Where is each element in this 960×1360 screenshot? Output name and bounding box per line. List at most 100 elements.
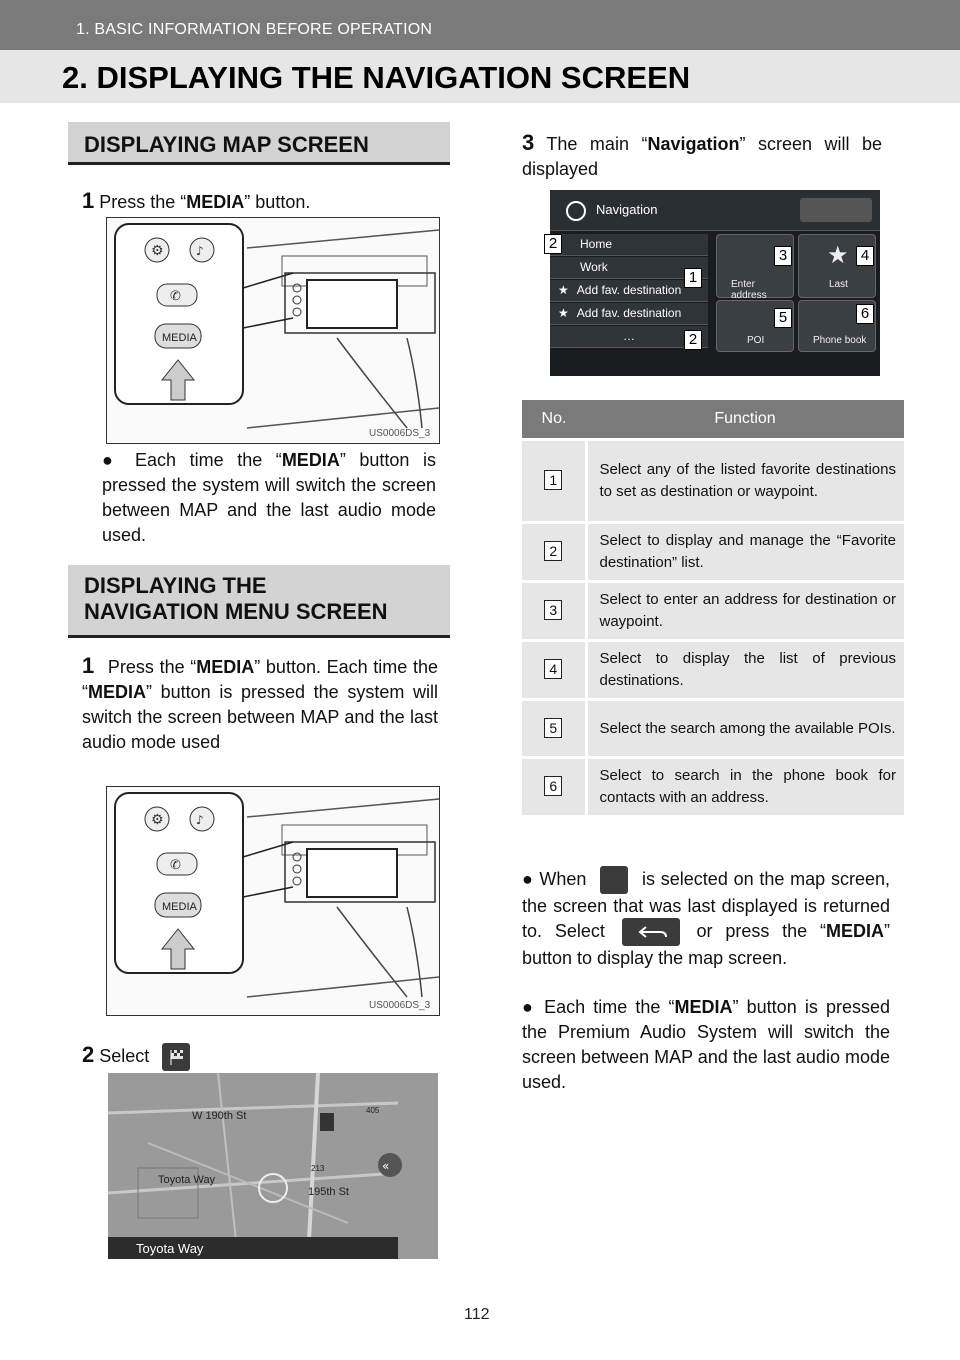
dashboard-illustration: ⚙ ♪ ✆ MEDIA US0006DS_3 <box>106 217 440 444</box>
star-icon: ★ <box>558 283 569 297</box>
star-icon: ★ <box>827 242 849 269</box>
step-bold: MEDIA <box>186 192 245 212</box>
row-function: Select to display and manage the “Favori… <box>586 522 904 583</box>
table-row: 4 Select to display the list of previous … <box>522 640 904 701</box>
step-1-map: 1 Press the “MEDIA” button. <box>82 188 310 215</box>
callout-2b: 2 <box>684 330 702 350</box>
nav-row-label: … <box>623 329 635 343</box>
number-box: 6 <box>544 776 563 796</box>
dashboard-drawing: ⚙ ♪ ✆ MEDIA US0006DS_3 <box>114 792 439 1011</box>
map-current-street: Toyota Way <box>136 1241 204 1256</box>
nav-row-label: Add fav. destination <box>576 306 682 320</box>
note-text: Each time the “ <box>544 997 675 1017</box>
number-box: 3 <box>544 600 563 620</box>
bullet-icon: ● <box>522 997 536 1017</box>
step-2-nav: 2 Select <box>82 1042 191 1072</box>
section-heading-nav-menu: DISPLAYING THE NAVIGATION MENU SCREEN <box>68 565 450 638</box>
number-box: 5 <box>544 717 563 738</box>
map-drawing: W 190th St Toyota Way 195th St 405 213 T… <box>108 1073 438 1259</box>
signal-icon <box>800 198 872 222</box>
svg-text:✆: ✆ <box>170 858 181 873</box>
image-code: US0006DS_3 <box>369 428 431 439</box>
note-text: When <box>539 868 587 889</box>
tile-label: Phone book <box>813 335 867 346</box>
nav-list: Home Work ★Add fav. destination ★Add fav… <box>550 234 710 374</box>
step-1-nav: 1 Press the “MEDIA” button. Each time th… <box>82 653 438 755</box>
step-3: 3 The main “Navigation” screen will be d… <box>522 130 882 182</box>
bullet-note-map: ● Each time the “MEDIA” button is presse… <box>102 448 436 548</box>
row-number: 5 <box>522 699 588 759</box>
number-box: 2 <box>544 541 563 561</box>
collapse-icon[interactable]: « <box>382 1159 389 1173</box>
svg-text:✆: ✆ <box>170 289 181 304</box>
svg-text:♪: ♪ <box>196 244 204 258</box>
row-function: Select any of the listed favorite destin… <box>586 439 904 524</box>
row-number: 6 <box>522 757 588 818</box>
bullet-icon: ● <box>102 450 122 470</box>
step-text: ” button is pressed the system will swit… <box>82 682 438 752</box>
navigation-screen: Navigation Home Work ★Add fav. destinati… <box>544 190 880 376</box>
step-text: Select <box>99 1046 150 1066</box>
row-function: Select to display the list of previous d… <box>586 640 904 701</box>
media-button-label: MEDIA <box>162 901 198 913</box>
step-number: 1 <box>82 188 95 213</box>
note-flag: ● When is selected on the map screen, th… <box>522 866 890 970</box>
back-icon <box>621 918 680 946</box>
step-text: Press the “ <box>107 657 197 677</box>
page-number: 112 <box>464 1306 490 1323</box>
nav-row-label: Home <box>580 237 613 251</box>
section-heading-text: DISPLAYING MAP SCREEN <box>84 132 369 157</box>
title-bar <box>0 50 960 103</box>
svg-text:⚙: ⚙ <box>151 243 164 259</box>
callout-2: 2 <box>544 234 562 254</box>
media-button-label: MEDIA <box>162 332 198 344</box>
step-bold: MEDIA <box>88 682 146 702</box>
step-text: The main “ <box>546 134 648 154</box>
row-number: 2 <box>522 522 588 583</box>
header-function: Function <box>586 400 904 441</box>
dashboard-illustration-2: ⚙ ♪ ✆ MEDIA US0006DS_3 <box>106 786 440 1016</box>
bullet-text: Each time the “ <box>135 450 282 470</box>
nav-row-label: Add fav. destination <box>576 283 682 297</box>
note-bold: MEDIA <box>674 997 733 1017</box>
note-text: is selected on the map screen, the scree… <box>522 868 890 941</box>
header-bar <box>0 0 960 50</box>
svg-text:♪: ♪ <box>196 813 204 827</box>
fuel-icon <box>320 1113 334 1131</box>
nav-row-work[interactable]: Work <box>550 257 708 279</box>
number-box: 1 <box>544 470 563 490</box>
step-text: ” screen will be displayed <box>522 134 882 179</box>
tile-last[interactable]: ★Last <box>798 234 876 298</box>
svg-text:⚙: ⚙ <box>151 812 164 828</box>
number-box: 4 <box>544 659 563 679</box>
chapter-title: 1. BASIC INFORMATION BEFORE OPERATION <box>76 21 433 38</box>
nav-row-label: Work <box>580 260 608 274</box>
section-heading-map: DISPLAYING MAP SCREEN <box>68 122 450 165</box>
section-heading-line1: DISPLAYING THE <box>84 573 267 598</box>
callout-5: 5 <box>774 308 792 328</box>
nav-row-add-fav-2[interactable]: ★Add fav. destination <box>550 303 708 325</box>
nav-row-more[interactable]: … <box>550 326 708 348</box>
dashboard-drawing: ⚙ ♪ ✆ MEDIA US0006DS_3 <box>114 223 439 439</box>
tile-enter-address[interactable]: Enter address <box>716 234 794 301</box>
note-text: ” button to display the map screen. <box>522 920 890 968</box>
row-number: 4 <box>522 640 588 701</box>
step-bold: Navigation <box>647 134 740 154</box>
row-function: Select the search among the available PO… <box>586 699 904 759</box>
note-media: ● Each time the “MEDIA” button is presse… <box>522 995 890 1095</box>
flag-icon <box>600 866 629 894</box>
nav-row-add-fav-1[interactable]: ★ Add fav. destination <box>550 280 708 302</box>
row-number: 1 <box>522 439 588 524</box>
map-screenshot: W 190th St Toyota Way 195th St 405 213 T… <box>108 1073 438 1259</box>
bullet-bold: MEDIA <box>281 450 340 470</box>
map-street-label: Toyota Way <box>158 1174 216 1186</box>
step-number: 3 <box>522 130 535 155</box>
step-number: 1 <box>82 653 95 678</box>
map-road-shield: 213 <box>311 1164 325 1173</box>
nav-row-home[interactable]: Home <box>550 234 708 256</box>
image-code: US0006DS_3 <box>369 1000 431 1011</box>
table-row: 5 Select the search among the available P… <box>522 699 904 759</box>
